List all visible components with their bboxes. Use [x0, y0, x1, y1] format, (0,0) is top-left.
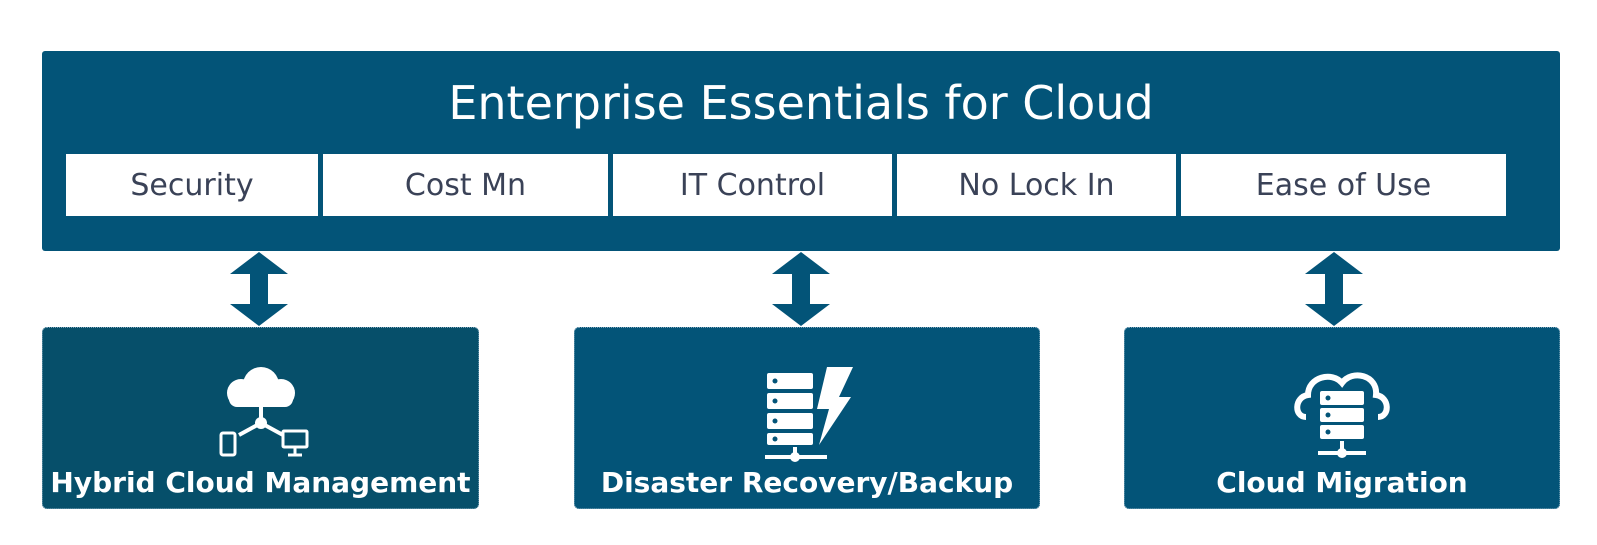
double-arrow-icon	[1305, 252, 1363, 326]
solution-disaster-recovery: Disaster Recovery/Backup	[574, 327, 1040, 509]
double-arrow-icon	[772, 252, 830, 326]
pillar-cost: Cost Mn	[323, 154, 608, 216]
pillar-it-control: IT Control	[613, 154, 892, 216]
pillar-security: Security	[66, 154, 318, 216]
cloud-server-icon	[1294, 372, 1390, 458]
solution-label: Hybrid Cloud Management	[50, 466, 471, 499]
pillar-ease-of-use: Ease of Use	[1181, 154, 1506, 216]
essentials-panel: Enterprise Essentials for Cloud Security…	[42, 51, 1560, 251]
pillar-no-lock-in: No Lock In	[897, 154, 1176, 216]
server-lightning-icon	[765, 367, 853, 462]
double-arrow-icon	[230, 252, 288, 326]
solution-hybrid-cloud: Hybrid Cloud Management	[42, 327, 479, 509]
solution-label: Disaster Recovery/Backup	[600, 466, 1014, 499]
hybrid-cloud-icon	[219, 367, 308, 457]
solution-cloud-migration: Cloud Migration	[1124, 327, 1560, 509]
panel-title: Enterprise Essentials for Cloud	[448, 76, 1154, 130]
solution-label: Cloud Migration	[1216, 466, 1468, 499]
